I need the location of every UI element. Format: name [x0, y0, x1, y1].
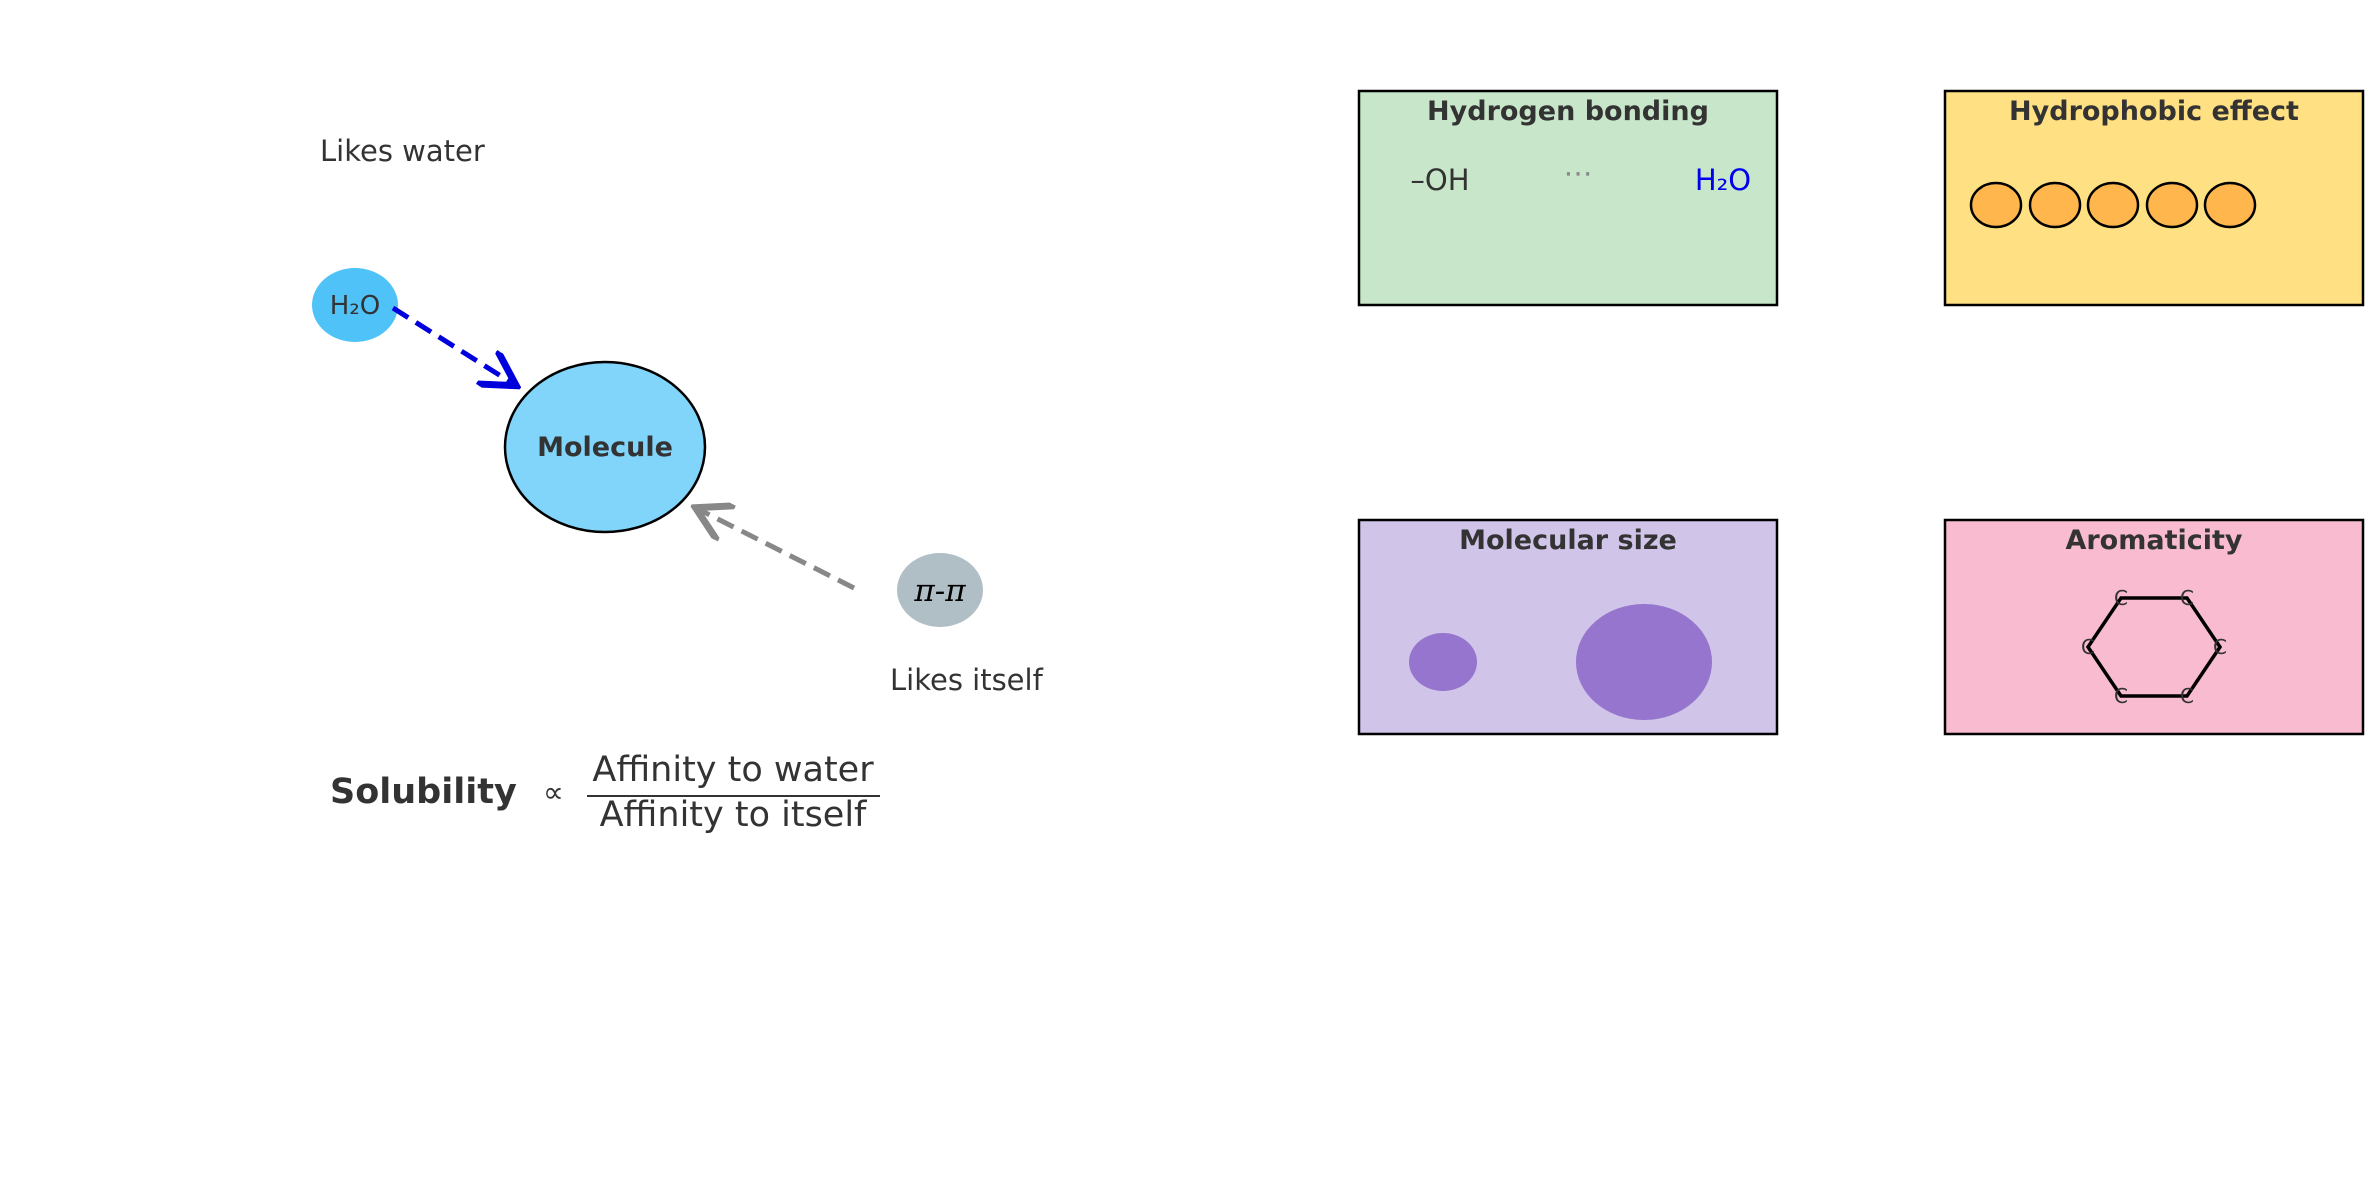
pi-stacking-node: [897, 553, 983, 627]
formula-numerator: Affinity to water: [592, 750, 874, 790]
molecule-node: [503, 360, 707, 534]
likes-itself-label: Likes itself: [890, 663, 1044, 697]
hydrophobic-bead: [2203, 181, 2257, 229]
panel-hydrogen-bonding: Hydrogen bonding –OH ⋯ H₂O: [1357, 89, 1779, 307]
self-affinity-arrow: [700, 510, 856, 591]
benzene-ring: [2085, 596, 2223, 698]
large-molecule-blob: [1576, 604, 1712, 720]
panel-molecular-size: Molecular size: [1357, 518, 1779, 736]
hydrophobic-bead: [1969, 181, 2023, 229]
water-node: [312, 268, 398, 342]
hydroxyl-group-label: –OH: [1410, 163, 1469, 197]
hydrogen-bonding-box: [1357, 89, 1779, 307]
ring-atom-label: C: [2081, 635, 2095, 659]
ring-atom-label: C: [2213, 635, 2227, 659]
hydrophobic-bead: [2086, 181, 2140, 229]
hydrophobic-bead: [2028, 181, 2082, 229]
water-label: H₂O: [1695, 163, 1751, 197]
molecular-size-title: Molecular size: [1459, 525, 1677, 556]
hydrophobic-bead: [2145, 181, 2199, 229]
molecule-node-label: Molecule: [537, 432, 673, 463]
hydrogen-bond-dots: ⋯: [1564, 156, 1593, 190]
small-molecule-blob: [1409, 633, 1477, 691]
panel-aromaticity: Aromaticity C C C C C C: [1943, 518, 2365, 736]
panel-hydrophobic-effect: Hydrophobic effect: [1943, 89, 2365, 307]
ring-atom-label: C: [2180, 586, 2194, 610]
aromaticity-title: Aromaticity: [2065, 525, 2242, 556]
water-node-label: H₂O: [330, 291, 380, 321]
likes-water-label: Likes water: [320, 134, 485, 168]
molecular-size-box: [1357, 518, 1779, 736]
aromaticity-box: [1943, 518, 2365, 736]
hydrogen-bonding-title: Hydrogen bonding: [1427, 96, 1709, 127]
water-affinity-arrow: [391, 305, 512, 383]
formula-lhs: Solubility: [330, 772, 517, 812]
ring-atom-label: C: [2180, 684, 2194, 708]
pi-stacking-label: π-π: [913, 573, 966, 609]
formula-denominator: Affinity to itself: [600, 795, 867, 835]
hydrophobic-effect-title: Hydrophobic effect: [2009, 96, 2299, 127]
ring-atom-label: C: [2114, 684, 2128, 708]
ring-atom-label: C: [2114, 586, 2128, 610]
proportional-symbol: ∝: [543, 775, 564, 809]
